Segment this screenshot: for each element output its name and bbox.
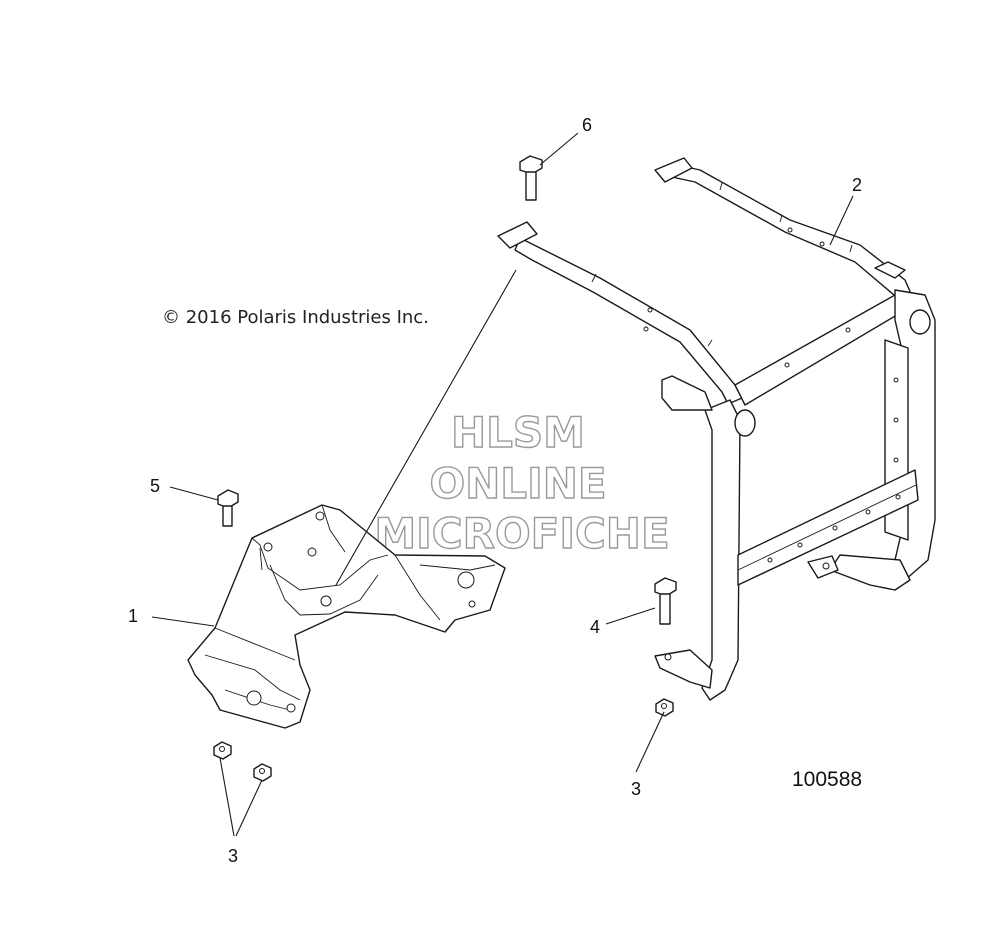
part-mounting-bracket (187, 504, 506, 729)
callout-6: 6 (582, 115, 592, 135)
watermark-line-3: MICROFICHE (374, 509, 669, 558)
nut-3-left-b (253, 763, 272, 782)
bolt-5 (217, 489, 239, 527)
callout-1: 1 (128, 606, 138, 626)
drawing-number: 100588 (792, 768, 862, 791)
leader-lines (151, 132, 854, 837)
part-cab-frame (497, 157, 936, 701)
callout-4: 4 (590, 617, 600, 637)
bolt-4 (654, 577, 677, 625)
callout-3-right: 3 (631, 779, 641, 799)
bolt-6 (519, 155, 543, 201)
watermark-line-1: HLSM (451, 408, 585, 457)
callout-3-left: 3 (228, 846, 238, 866)
watermark: HLSM ONLINE MICROFICHE (374, 407, 671, 558)
callout-5: 5 (150, 476, 160, 496)
copyright-notice: © 2016 Polaris Industries Inc. (162, 307, 429, 328)
watermark-line-2: ONLINE (429, 459, 606, 508)
callout-2: 2 (852, 175, 862, 195)
nut-3-left-a (213, 741, 232, 760)
nut-3-right (655, 698, 674, 717)
